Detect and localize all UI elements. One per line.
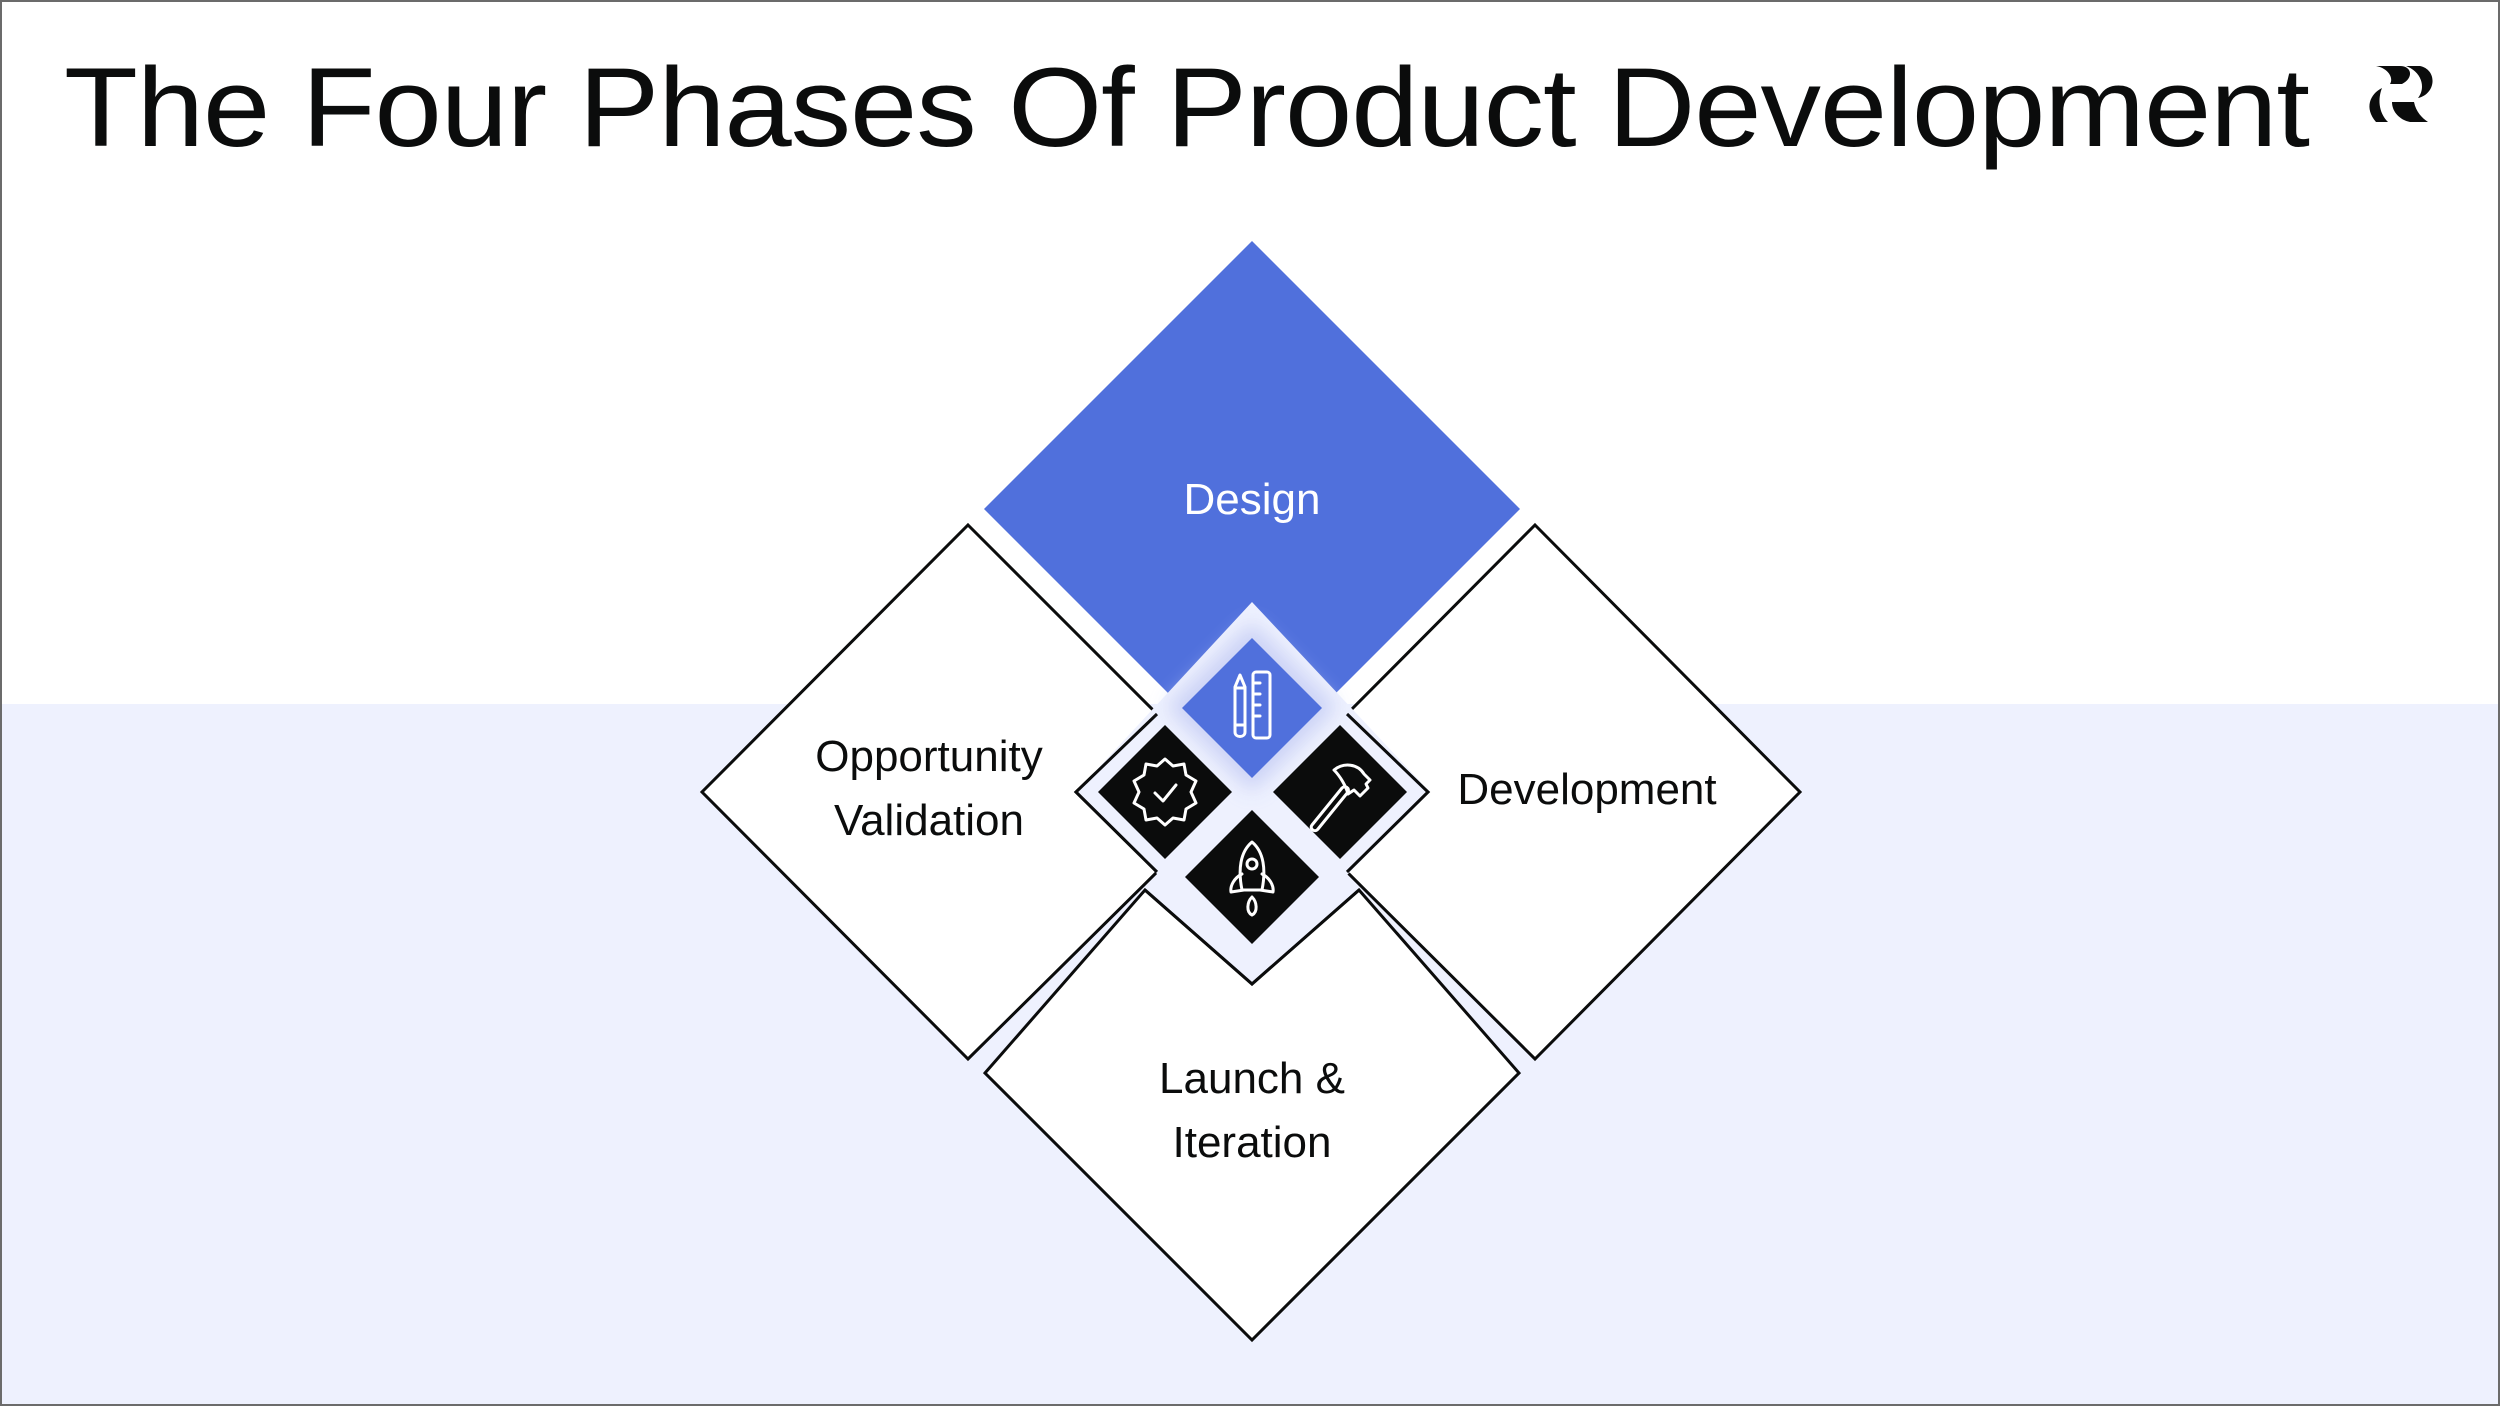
opportunity-validation-label: Opportunity Validation xyxy=(815,725,1042,853)
validation-icon-tile xyxy=(1098,725,1232,859)
page-title: The Four Phases Of Product Development xyxy=(64,45,2310,170)
launch-iteration-label-line1: Launch & xyxy=(1159,1054,1345,1103)
brand-logo-icon xyxy=(2369,66,2433,122)
launch-icon-tile xyxy=(1185,810,1319,944)
hammer-icon xyxy=(1309,763,1372,833)
opportunity-validation-label-line2: Validation xyxy=(834,796,1024,845)
development-label: Development xyxy=(1457,765,1717,814)
verified-badge-icon xyxy=(1132,757,1198,827)
pencil-ruler-icon xyxy=(1233,670,1272,740)
design-label: Design xyxy=(1183,475,1321,524)
launch-iteration-label-line2: Iteration xyxy=(1172,1118,1332,1167)
design-diamond[interactable] xyxy=(984,241,1520,777)
opportunity-validation-label-line1: Opportunity xyxy=(815,732,1043,781)
rocket-icon xyxy=(1229,840,1275,917)
launch-iteration-label: Launch & Iteration xyxy=(1159,1047,1345,1175)
